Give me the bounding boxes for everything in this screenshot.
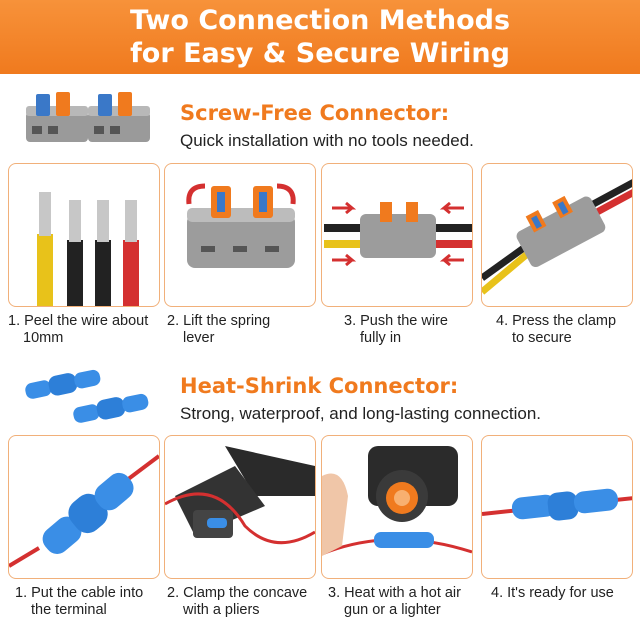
lift-lever-image: [186, 183, 296, 268]
screw-step-4-line2: to secure: [512, 330, 572, 346]
screw-step-1-caption: 1. Peel the wire about 10mm: [8, 313, 148, 347]
heat-shrink-title: Heat-Shrink Connector:: [180, 374, 459, 398]
heat-step-4-caption: 4. It's ready for use: [491, 585, 614, 602]
heat-gun-image: [322, 446, 472, 556]
heat-step-3-caption: 3. Heat with a hot air gun or a lighter: [328, 585, 461, 617]
heat-step-1-line2: the terminal: [31, 602, 107, 617]
heat-step-1-line1: 1. Put the cable into: [15, 585, 144, 601]
header-banner: Two Connection Methods for Easy & Secure…: [0, 0, 640, 74]
screw-step-3-card: [321, 163, 473, 307]
cable-into-terminal-image: [9, 454, 159, 568]
screw-step-4-card: [481, 163, 633, 307]
crimp-pliers-image: [165, 446, 315, 545]
heat-step-2-line2: with a pliers: [183, 602, 260, 617]
screw-step-4-line1: 4. Press the clamp: [496, 313, 617, 329]
screw-step-2-caption: 2. Lift the spring lever: [167, 313, 270, 347]
heat-step-2-line1: 2. Clamp the concave: [167, 585, 308, 601]
heat-step-2-card: [164, 435, 316, 579]
heat-step-3-line1: 3. Heat with a hot air: [328, 585, 461, 601]
heat-step-2-caption: 2. Clamp the concave with a pliers: [167, 585, 307, 617]
heat-step-1-card: [8, 435, 160, 579]
heat-step-1-caption: 1. Put the cable into the terminal: [15, 585, 143, 617]
screw-free-description: Quick installation with no tools needed.: [180, 131, 474, 150]
heat-step-4-line1: 4. It's ready for use: [491, 585, 614, 601]
screw-step-3-line1: 3. Push the wire: [344, 313, 448, 329]
screw-step-1-line1: 1. Peel the wire about: [8, 313, 149, 329]
screw-step-3-caption: 3. Push the wire fully in: [344, 313, 448, 347]
heat-shrink-description: Strong, waterproof, and long-lasting con…: [180, 404, 542, 423]
stripped-wires-image: [37, 192, 139, 306]
screw-step-2-line2: lever: [183, 330, 215, 346]
heat-step-3-card: [321, 435, 473, 579]
press-clamp-image: [482, 179, 632, 295]
banner-title-line2: for Easy & Secure Wiring: [130, 38, 510, 69]
screw-step-3-line2: fully in: [360, 330, 402, 346]
finished-connection-image: [482, 488, 632, 521]
screw-free-title: Screw-Free Connector:: [180, 101, 450, 125]
screw-step-4-caption: 4. Press the clamp to secure: [496, 313, 616, 347]
screw-step-2-line1: 2. Lift the spring: [167, 313, 271, 329]
heat-step-3-line2: gun or a lighter: [344, 602, 441, 617]
banner-title-line1: Two Connection Methods: [129, 5, 511, 36]
screw-step-2-card: [164, 163, 316, 307]
push-wire-image: [324, 201, 472, 267]
screw-step-1-line2: 10mm: [23, 330, 64, 346]
lever-connector-product-image: [26, 92, 150, 142]
heat-step-4-card: [481, 435, 633, 579]
heat-shrink-product-image: [25, 369, 149, 423]
screw-step-1-card: [8, 163, 160, 307]
